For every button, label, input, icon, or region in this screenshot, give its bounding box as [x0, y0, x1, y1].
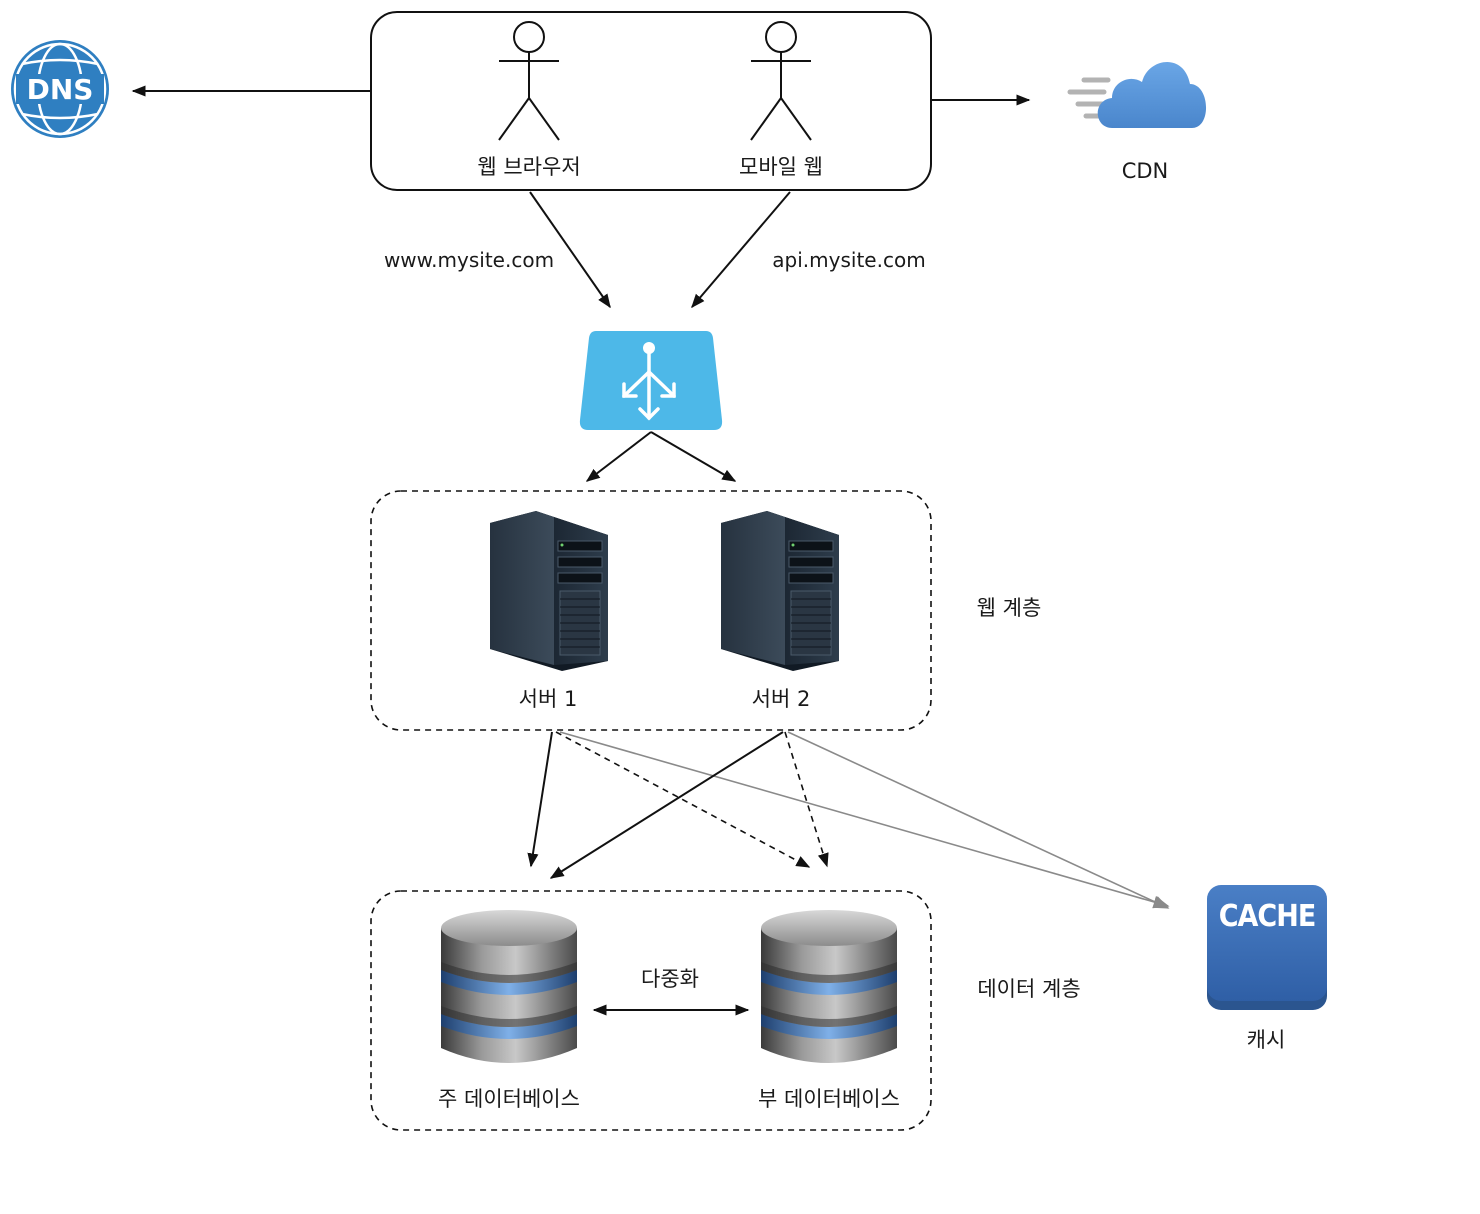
secondary-db-label: 부 데이터베이스 [758, 1087, 900, 1111]
arrow-server1-to-secondary-db [555, 731, 811, 868]
web-tier-box [370, 490, 932, 731]
primary-db-label: 주 데이터베이스 [438, 1087, 580, 1111]
web-tier-label: 웹 계층 [977, 596, 1042, 620]
clients-group: 웹 브라우저 모바일 웹 [370, 11, 932, 191]
arrow-mobile-to-lb [691, 191, 791, 309]
web-url-label: www.mysite.com [384, 248, 554, 272]
server-icon [490, 511, 608, 671]
data-tier-label: 데이터 계층 [977, 977, 1080, 1001]
user-icon [498, 21, 560, 141]
arrow-server1-to-primary-db [527, 731, 553, 868]
dns-icon: DNS [11, 40, 109, 138]
data-tier-box [370, 890, 932, 1131]
arrow-lb-to-server2 [650, 431, 737, 482]
database-icon [761, 910, 897, 1063]
cache-label: 캐시 [1247, 1028, 1286, 1052]
database-icon [441, 910, 577, 1063]
arrow-server2-to-cache [787, 731, 1170, 909]
replication-label: 다중화 [641, 967, 699, 991]
arrow-server2-to-primary-db [549, 731, 784, 879]
server1-label: 서버 1 [519, 687, 578, 711]
clients-box [370, 11, 932, 191]
arrow-server2-to-secondary-db [784, 731, 829, 868]
arrow-server1-to-cache [559, 731, 1170, 909]
cache-icon: CACHE [1207, 885, 1327, 1010]
arrow-lb-to-server1 [585, 431, 652, 482]
mobile-web-label: 모바일 웹 [739, 155, 823, 179]
server2-label: 서버 2 [752, 687, 811, 711]
dns-label: DNS [27, 73, 94, 106]
user-icon [750, 21, 812, 141]
cloud-icon [1067, 61, 1207, 128]
web-browser-label: 웹 브라우저 [477, 155, 580, 179]
cdn-label: CDN [1122, 159, 1169, 183]
cache-badge-label: CACHE [1219, 899, 1316, 934]
server-icon [721, 511, 839, 671]
load-balancer-icon [579, 331, 723, 430]
api-url-label: api.mysite.com [772, 248, 925, 272]
arrow-web-to-lb [529, 191, 611, 309]
